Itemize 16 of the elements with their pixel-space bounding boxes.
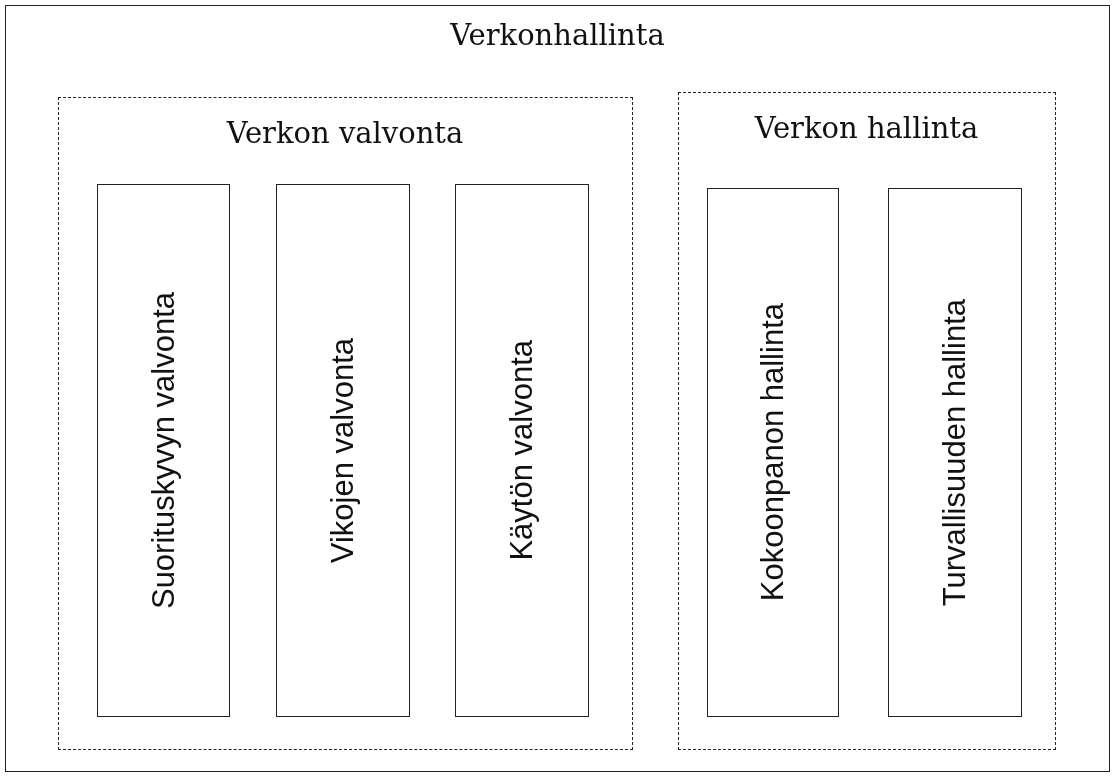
function-box xyxy=(455,184,589,717)
box-label: Vikojen valvonta xyxy=(325,337,361,564)
function-box xyxy=(276,184,410,717)
box-label: Kokoonpanon hallinta xyxy=(755,303,791,602)
function-box xyxy=(888,188,1022,717)
box-label: Käytön valvonta xyxy=(504,340,540,561)
frame-box xyxy=(5,5,1110,772)
box-label: Turvallisuuden hallinta xyxy=(937,298,973,607)
group-title: Verkonhallinta xyxy=(450,18,665,52)
group-title: Verkon valvonta xyxy=(226,115,464,150)
dashed-group-box xyxy=(57,96,633,750)
function-box xyxy=(97,184,230,717)
group-title: Verkon hallinta xyxy=(754,110,979,145)
box-label: Suorituskyvyn valvonta xyxy=(145,291,182,609)
function-box xyxy=(707,188,839,717)
dashed-group-box xyxy=(677,91,1056,750)
